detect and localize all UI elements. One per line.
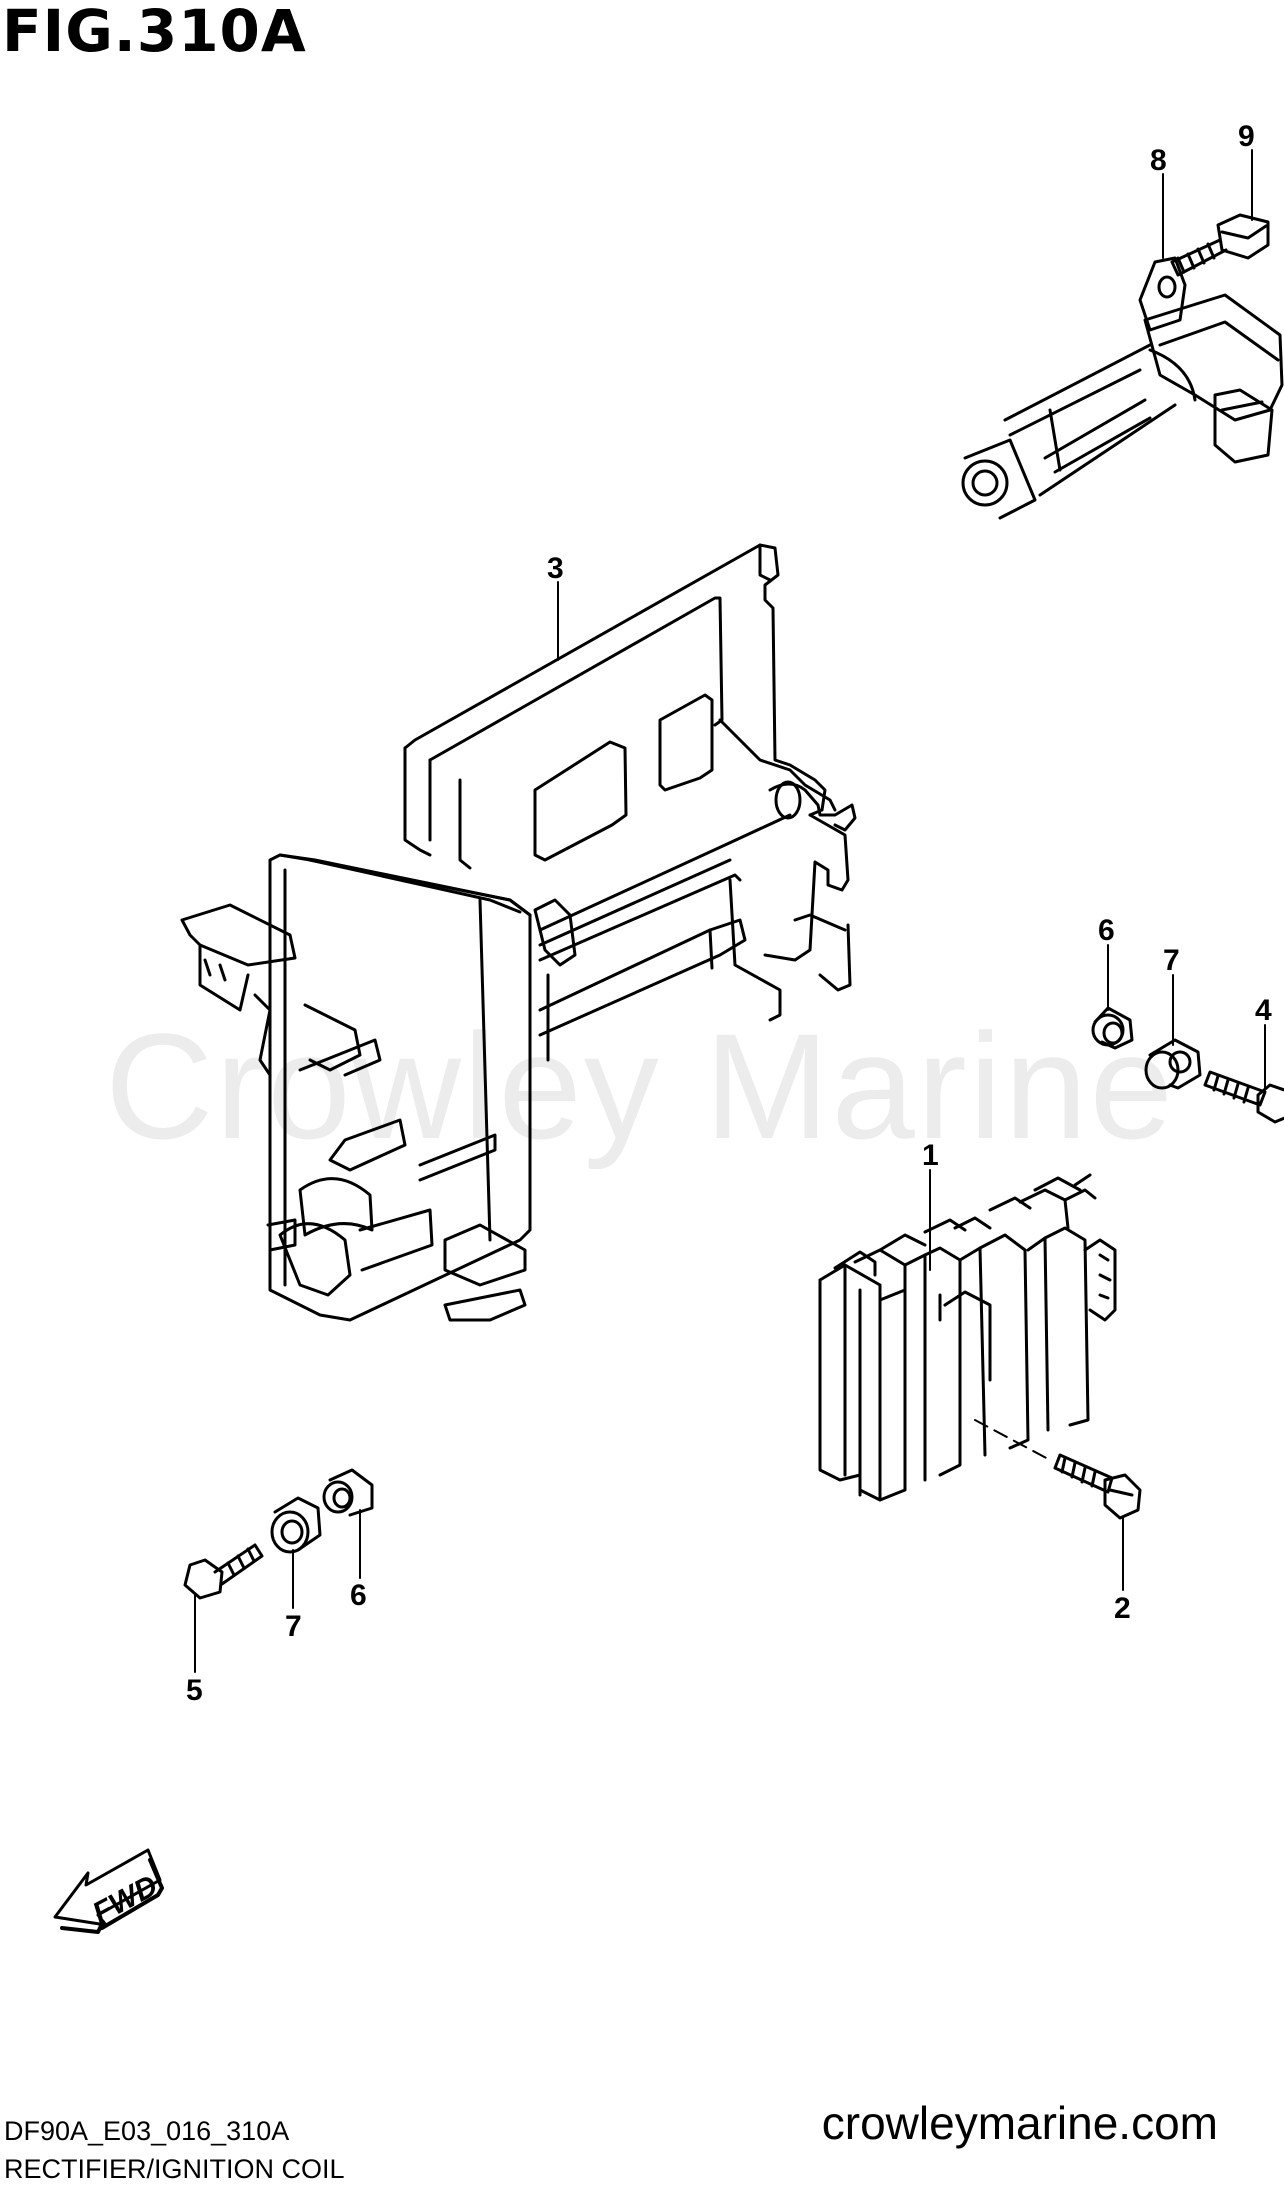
callout-7-left: 7 xyxy=(285,1610,302,1643)
figure-title: FIG.310A xyxy=(2,0,307,65)
fwd-arrow-icon: FWD xyxy=(53,1848,164,1934)
callout-3: 3 xyxy=(547,552,564,585)
coil-bolt[interactable] xyxy=(1170,213,1270,277)
collar-left[interactable] xyxy=(322,1468,374,1517)
grommet-right[interactable] xyxy=(1144,1038,1202,1090)
callout-5: 5 xyxy=(186,1674,203,1707)
website-label: crowleymarine.com xyxy=(821,2097,1218,2149)
callout-4: 4 xyxy=(1255,994,1272,1027)
ignition-coil[interactable] xyxy=(961,256,1284,520)
callout-9: 9 xyxy=(1238,120,1255,153)
diagram-code: DF90A_E03_016_310A xyxy=(4,2116,290,2146)
bracket[interactable] xyxy=(180,543,857,1322)
watermark: Crowley Marine xyxy=(105,1002,1175,1170)
callout-6-left: 6 xyxy=(350,1579,367,1612)
collar-right[interactable] xyxy=(1091,1006,1134,1050)
diagram-caption: RECTIFIER/IGNITION COIL xyxy=(4,2154,345,2184)
rectifier[interactable] xyxy=(818,1173,1117,1502)
callout-6-right: 6 xyxy=(1098,914,1115,947)
callout-7-right: 7 xyxy=(1163,944,1180,977)
bolt-left[interactable] xyxy=(183,1543,264,1600)
callout-8: 8 xyxy=(1150,144,1167,177)
callout-1: 1 xyxy=(922,1139,939,1172)
bolt-right[interactable] xyxy=(1203,1070,1284,1124)
leader-lines xyxy=(194,149,1266,1673)
rectifier-bolt[interactable] xyxy=(1053,1453,1142,1520)
callout-2: 2 xyxy=(1114,1592,1131,1625)
grommet-left[interactable] xyxy=(270,1496,322,1554)
